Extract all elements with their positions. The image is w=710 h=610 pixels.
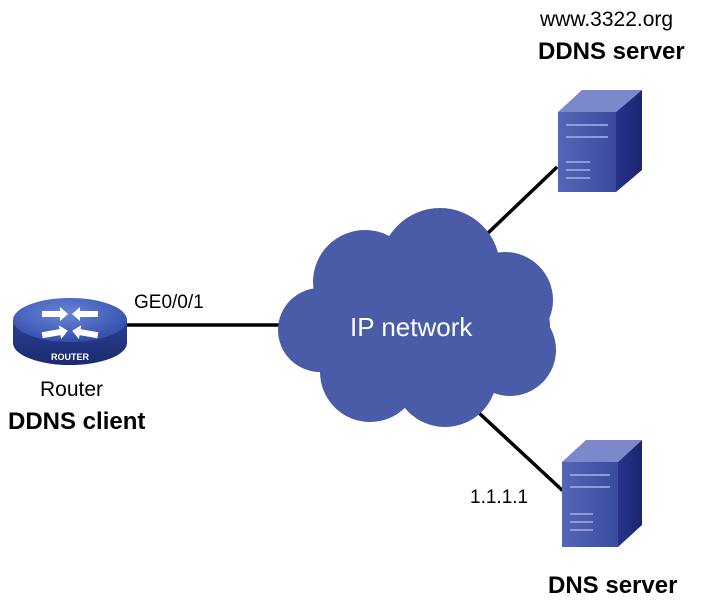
dns-server-icon	[562, 440, 642, 547]
dns-server-address: 1.1.1.1	[470, 487, 529, 508]
cloud-dns-link	[463, 398, 564, 492]
router-role-label: DDNS client	[8, 408, 146, 435]
router-name: Router	[40, 378, 104, 401]
ddns-server-domain: www.3322.org	[540, 8, 674, 31]
router-badge: ROUTER	[51, 352, 90, 362]
cloud-icon	[278, 208, 556, 427]
dns-server-label: DNS server	[548, 572, 678, 599]
router-icon	[13, 298, 127, 365]
cloud-label: IP network	[350, 312, 473, 342]
router-interface-label: GE0/0/1	[134, 292, 204, 313]
ddns-server-label: DDNS server	[538, 38, 685, 65]
ddns-server-icon	[558, 90, 642, 192]
